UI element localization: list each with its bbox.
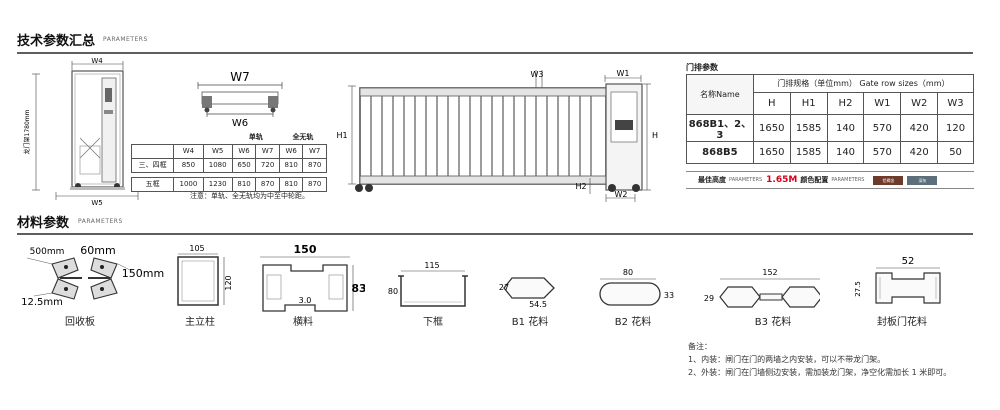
dim-label: 33 <box>664 291 674 300</box>
rail-col-header: W7 <box>302 143 327 159</box>
tech-section-title: 技术参数汇总 <box>17 34 96 49</box>
dim-label: 150 <box>294 243 317 256</box>
dim-label: 27.5 <box>854 281 862 297</box>
material-section-title: 材料参数 <box>17 216 70 231</box>
h-label: H <box>652 131 658 140</box>
param-col-header: W1 <box>863 92 902 115</box>
dim-label: 27 <box>499 283 509 292</box>
param-col-header: H1 <box>789 92 828 115</box>
spec-bar: 最佳高度 PARAMETERS 1.65M 颜色配置 PARAMETERS 铝褐… <box>686 171 974 189</box>
table-row: 五框 1000 1230 810 870 810 870 <box>130 176 327 192</box>
panel-profile-diagram: 52 27.5 <box>854 256 941 304</box>
color-label: 颜色配置 <box>800 176 829 184</box>
panel-profile-label: 封板门花料 <box>877 317 927 328</box>
dim-label: 29 <box>704 294 714 303</box>
rail-table: 单轨 全无轨 W4 W5 W6 W7 W6 W7 三、四框 850 1080 6… <box>130 130 327 192</box>
dim-label: 120 <box>224 275 233 290</box>
max-height-value: 1.65M <box>766 175 798 185</box>
model-name: 868B5 <box>686 141 754 164</box>
name-header: 名称Name <box>686 74 754 115</box>
h2-label: H2 <box>575 182 586 191</box>
b3-profile-diagram: 152 29 <box>704 268 820 308</box>
dim-label: 80 <box>623 268 633 277</box>
w3-label: W3 <box>531 70 544 79</box>
table-row: 868B1、2、3 1650 1585 140 570 420 120 <box>686 114 974 142</box>
w1-label: W1 <box>617 69 630 78</box>
w5-label: W5 <box>91 199 102 206</box>
side-view-diagram: W4 龙门架1780mm W5 <box>23 58 139 206</box>
cross-member-diagram: 150 3.0 83 <box>260 243 365 312</box>
b1-profile-label: B1 花料 <box>511 317 549 328</box>
color-swatch-brown: 铝褐金 <box>873 175 904 185</box>
main-column-label: 主立柱 <box>185 317 215 328</box>
rail-col-header: W5 <box>202 143 233 159</box>
rail-table-note: 注意：单轨、全无轨均为中至中轮距。 <box>190 192 309 200</box>
notes-title: 备注： <box>688 342 712 351</box>
w2-label: W2 <box>615 190 628 199</box>
dim-label: 52 <box>902 256 915 267</box>
b2-profile-label: B2 花料 <box>614 317 652 328</box>
track-diagram: W7 W6 <box>197 70 283 129</box>
material-section-subtitle: PARAMETERS <box>78 218 123 225</box>
dim-label: 60mm <box>80 244 115 257</box>
param-col-header: W2 <box>900 92 939 115</box>
cross-member-label: 横料 <box>293 317 313 328</box>
dim-label: 12.5mm <box>22 297 63 308</box>
recovery-plate-diagram: 500mm 60mm 150mm 12.5mm <box>22 244 164 308</box>
param-col-header: H <box>752 92 791 115</box>
gate-front-diagram: W3 W1 H1 H H2 W2 <box>336 69 658 202</box>
bottom-frame-label: 下框 <box>423 317 443 328</box>
param-col-header: W3 <box>937 92 974 115</box>
rail-col-header: W6 <box>231 143 257 159</box>
tech-section-rule <box>17 52 973 54</box>
color-swatch-gray: 深灰 <box>907 175 938 185</box>
h1-label: H1 <box>336 131 347 140</box>
dim-label: 105 <box>189 244 204 253</box>
rail-col-header: W4 <box>173 143 204 159</box>
tech-section-subtitle: PARAMETERS <box>103 36 148 43</box>
model-name: 868B1、2、3 <box>686 114 754 142</box>
dim-label: 54.5 <box>529 300 547 309</box>
material-section-rule <box>17 233 973 235</box>
max-height-label: 最佳高度 <box>698 176 726 184</box>
row-label: 五框 <box>130 176 175 192</box>
note-item: 1、内装：闸门在门的两墙之内安装，可以不带龙门架。 <box>688 355 886 364</box>
dim-label: 80 <box>388 287 398 296</box>
gantry-height-label: 龙门架1780mm <box>23 109 31 154</box>
group-no-rail: 全无轨 <box>292 132 314 141</box>
param-table: 名称Name 门排规格（单位mm） Gate row sizes（mm） H H… <box>686 74 975 164</box>
b3-profile-label: B3 花料 <box>754 317 792 328</box>
dim-label: 150mm <box>122 267 164 280</box>
bottom-frame-diagram: 115 80 <box>388 261 468 307</box>
b2-profile-diagram: 80 33 <box>599 268 674 306</box>
dim-label: 152 <box>762 268 777 277</box>
gate-bars <box>370 96 592 176</box>
b1-profile-diagram: 27 54.5 <box>499 277 555 309</box>
note-item: 2、外装：闸门在门墙侧边安装，需加装龙门架，净空化需加长 1 米即可。 <box>688 368 952 377</box>
recovery-plate-label: 回收板 <box>65 317 95 328</box>
row-label: 三、四框 <box>130 157 175 173</box>
rail-col-header: W6 <box>278 143 304 159</box>
spec-header: 门排规格（单位mm） Gate row sizes（mm） <box>752 74 975 93</box>
dim-label: 3.0 <box>299 296 312 305</box>
param-table-title: 门排参数 <box>686 63 718 72</box>
params-tag: PARAMETERS <box>729 177 763 183</box>
w6-label: W6 <box>232 118 248 129</box>
rail-table-header: W4 W5 W6 W7 W6 W7 <box>130 143 327 159</box>
group-single-rail: 单轨 <box>248 132 263 141</box>
w4-label: W4 <box>91 58 103 65</box>
params-tag: PARAMETERS <box>831 177 865 183</box>
rail-col-header: W7 <box>255 143 280 159</box>
dim-label: 115 <box>424 261 439 270</box>
w7-label: W7 <box>230 70 250 84</box>
table-row: 868B5 1650 1585 140 570 420 50 <box>686 141 974 164</box>
param-col-header: H2 <box>826 92 865 115</box>
table-row: 三、四框 850 1080 650 720 810 870 <box>130 157 327 173</box>
dim-label: 500mm <box>30 247 65 257</box>
main-column-diagram: 105 120 <box>177 244 233 306</box>
dim-label: 83 <box>351 282 365 295</box>
